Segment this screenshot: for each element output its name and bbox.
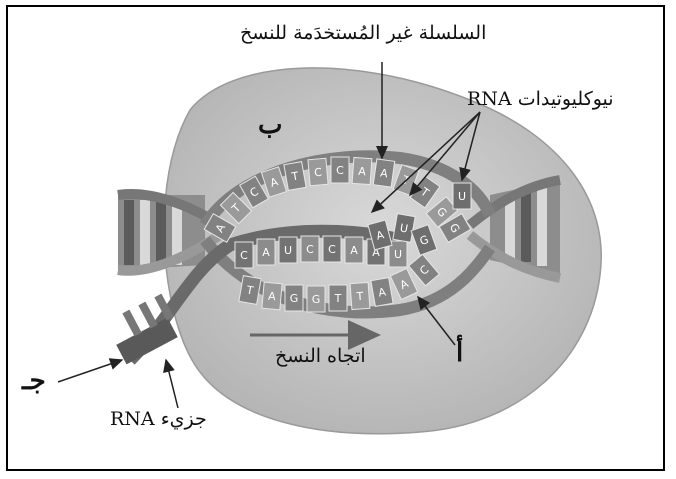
base-letter: C <box>314 166 323 180</box>
rna-base: C <box>235 242 253 268</box>
pointer-rna-molecule <box>166 360 178 408</box>
base-letter: U <box>284 244 292 257</box>
template-base: A <box>262 282 282 309</box>
base-letter: G <box>312 293 321 306</box>
base-letter: A <box>358 165 367 179</box>
top-base: A <box>352 157 372 184</box>
non-template-strand-label: السلسلة غير المُستخدَمة للنسخ <box>240 22 486 44</box>
rna-base: A <box>345 237 363 263</box>
top-base: T <box>284 162 306 191</box>
base-letter: T <box>355 290 364 304</box>
base-letter: T <box>334 292 342 305</box>
rna-base: C <box>301 236 319 262</box>
base-letter: C <box>240 249 248 262</box>
template-base: T <box>350 282 370 309</box>
base-letter: U <box>458 190 466 203</box>
direction-label: اتجاه النسخ <box>275 345 366 367</box>
base-letter: C <box>306 243 314 256</box>
rna-molecule-label: جزيء RNA <box>110 408 207 430</box>
template-base: G <box>307 286 325 312</box>
base-letter: C <box>336 164 344 177</box>
label-j: جـ <box>22 366 46 396</box>
label-a: أ <box>456 338 463 368</box>
free-nucleotide: U <box>453 183 471 209</box>
label-b: ب <box>258 110 282 140</box>
top-base: C <box>308 158 328 185</box>
top-base: A <box>373 159 394 187</box>
template-base: T <box>329 285 347 311</box>
template-base: G <box>285 285 303 311</box>
rna-base: C <box>323 236 341 262</box>
rna-nucleotides-label: نيوكليوتيدات RNA <box>467 88 614 110</box>
top-base: C <box>331 157 349 183</box>
rna-base: A <box>257 239 275 265</box>
pointer-j <box>58 360 122 382</box>
base-letter: C <box>328 243 336 256</box>
free-nucleotide: U <box>393 214 415 243</box>
template-base: A <box>371 278 393 307</box>
base-letter: A <box>350 244 358 257</box>
template-base: T <box>239 276 261 305</box>
rna-base: U <box>279 237 297 263</box>
base-letter: U <box>394 248 402 261</box>
base-letter: G <box>290 292 299 305</box>
base-letter: A <box>262 246 270 259</box>
